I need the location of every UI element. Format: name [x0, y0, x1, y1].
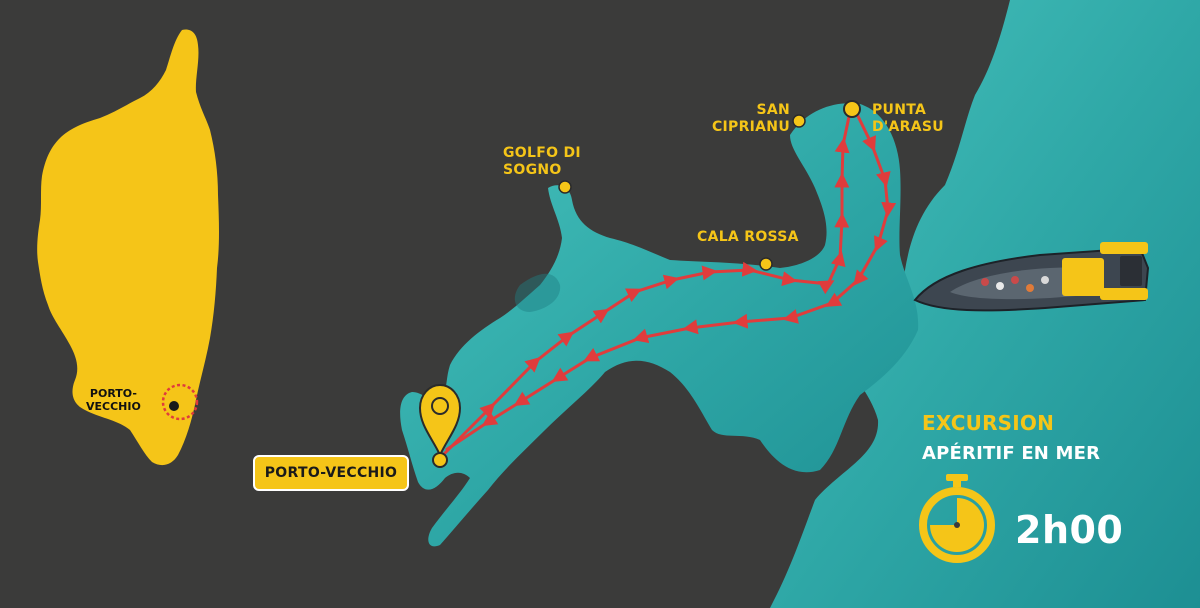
- start-location-tag: PORTO-VECCHIO: [253, 455, 409, 491]
- excursion-subtitle: APÉRITIF EN MER: [922, 443, 1101, 464]
- label-san-ciprianu: SAN CIPRIANU: [711, 102, 790, 135]
- route-return: [445, 109, 897, 452]
- label-golfo-di-sogno: GOLFO DI SOGNO: [503, 145, 581, 178]
- inset-location-ring: [161, 383, 199, 421]
- corsica-island: [37, 29, 220, 466]
- dot-golfo-di-sogno: [558, 180, 572, 194]
- dot-punta-darasu: [843, 100, 861, 118]
- dot-san-ciprianu: [792, 114, 806, 128]
- start-pin-icon: [418, 383, 462, 468]
- label-punta-darasu: PUNTA D'ARASU: [872, 102, 944, 135]
- inset-location-dot: [169, 401, 179, 411]
- excursion-title: EXCURSION: [922, 411, 1055, 435]
- label-cala-rossa: CALA ROSSA: [697, 229, 799, 245]
- inset-label-porto-vecchio: PORTO- VECCHIO: [86, 387, 141, 413]
- dot-cala-rossa: [759, 257, 773, 271]
- stopwatch-icon: [919, 474, 995, 563]
- speedboat-icon: [913, 242, 1150, 312]
- excursion-duration: 2h00: [1015, 508, 1124, 552]
